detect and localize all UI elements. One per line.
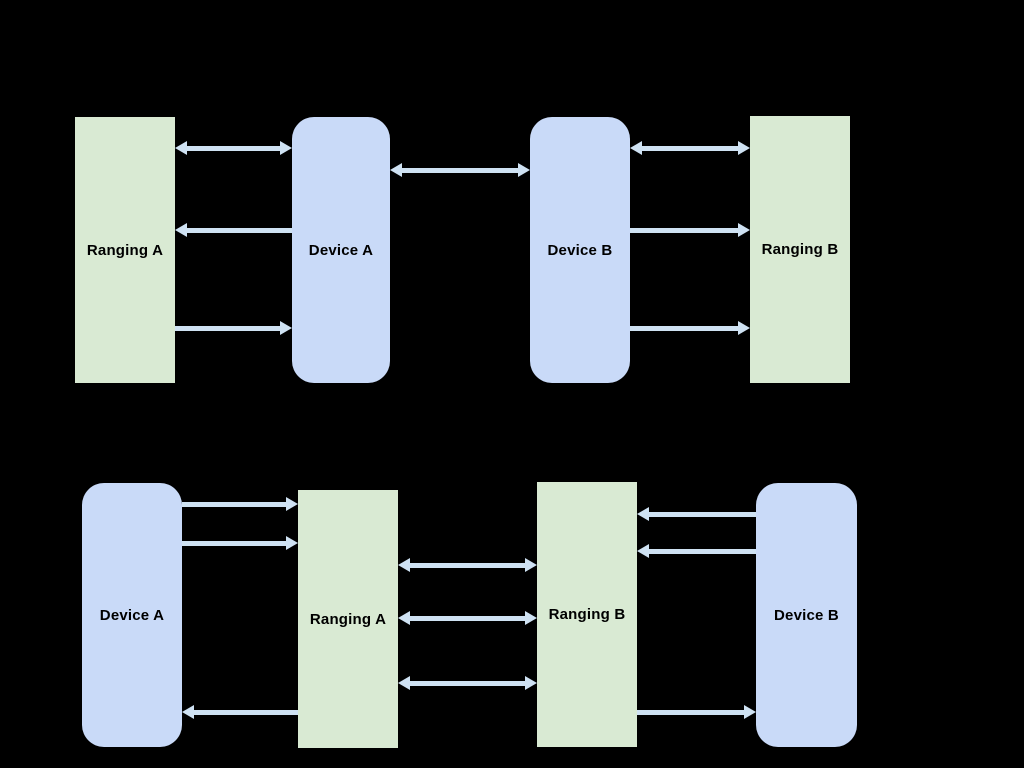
arrow-top-device-a-to-top-device-b-3 (390, 163, 530, 177)
arrow-shaft (649, 548, 756, 554)
node-top-ranging-a-label: Ranging A (86, 241, 164, 259)
arrow-top-device-b-to-top-ranging-b-5 (630, 223, 750, 237)
node-bottom-ranging-b: Ranging B (537, 482, 637, 747)
arrow-shaft (642, 145, 738, 151)
arrow-top-device-a-to-top-ranging-a-1 (175, 223, 292, 237)
node-bottom-device-b: Device B (756, 483, 857, 747)
arrow-top-device-b-to-top-ranging-b-4 (630, 141, 750, 155)
arrow-bottom-ranging-a-to-bottom-device-a-2 (182, 705, 298, 719)
arrow-bottom-ranging-a-to-bottom-ranging-b-5 (398, 676, 537, 690)
node-top-ranging-b-label: Ranging B (761, 241, 839, 258)
arrow-shaft (637, 709, 744, 715)
arrow-shaft (410, 562, 525, 568)
node-bottom-ranging-b-label: Ranging B (548, 606, 626, 623)
arrow-shaft (182, 501, 286, 507)
arrowhead-left (630, 141, 642, 155)
arrowhead-left (175, 223, 187, 237)
arrowhead-right (280, 141, 292, 155)
arrowhead-left (398, 611, 410, 625)
arrowhead-right (738, 141, 750, 155)
node-bottom-ranging-a: Ranging A (298, 490, 398, 748)
arrow-shaft (402, 167, 518, 173)
arrowhead-right (280, 321, 292, 335)
arrow-bottom-ranging-a-to-bottom-ranging-b-4 (398, 611, 537, 625)
arrow-bottom-ranging-a-to-bottom-ranging-b-3 (398, 558, 537, 572)
arrow-shaft (194, 709, 298, 715)
arrow-shaft (649, 511, 756, 517)
arrow-top-device-b-to-top-ranging-b-6 (630, 321, 750, 335)
arrow-shaft (630, 325, 738, 331)
arrowhead-left (398, 676, 410, 690)
arrow-bottom-device-b-to-bottom-ranging-b-7 (637, 544, 756, 558)
arrowhead-right (525, 558, 537, 572)
arrowhead-right (286, 497, 298, 511)
arrow-top-device-a-to-top-ranging-a-0 (175, 141, 292, 155)
node-top-ranging-b: Ranging B (750, 116, 850, 383)
arrowhead-left (390, 163, 402, 177)
arrow-shaft (410, 615, 525, 621)
arrowhead-right (744, 705, 756, 719)
arrow-shaft (630, 227, 738, 233)
arrowhead-right (738, 321, 750, 335)
arrowhead-left (637, 507, 649, 521)
arrow-top-ranging-a-to-top-device-a-2 (175, 321, 292, 335)
node-bottom-device-a: Device A (82, 483, 182, 747)
node-top-device-b: Device B (530, 117, 630, 383)
arrowhead-right (525, 676, 537, 690)
arrow-shaft (182, 540, 286, 546)
arrow-shaft (410, 680, 525, 686)
arrowhead-left (398, 558, 410, 572)
arrow-shaft (187, 145, 280, 151)
arrow-bottom-ranging-b-to-bottom-device-b-8 (637, 705, 756, 719)
node-top-device-a-label: Device A (308, 241, 374, 259)
arrowhead-left (182, 705, 194, 719)
arrowhead-right (738, 223, 750, 237)
arrowhead-left (175, 141, 187, 155)
arrow-shaft (187, 227, 292, 233)
arrow-bottom-device-a-to-bottom-ranging-a-0 (182, 497, 298, 511)
node-top-ranging-a: Ranging A (75, 117, 175, 383)
arrowhead-right (525, 611, 537, 625)
node-bottom-ranging-a-label: Ranging A (309, 610, 387, 628)
arrow-bottom-device-a-to-bottom-ranging-a-1 (182, 536, 298, 550)
arrowhead-left (637, 544, 649, 558)
arrow-bottom-device-b-to-bottom-ranging-b-6 (637, 507, 756, 521)
arrowhead-right (286, 536, 298, 550)
node-bottom-device-b-label: Device B (774, 606, 839, 624)
arrow-shaft (175, 325, 280, 331)
node-top-device-a: Device A (292, 117, 390, 383)
node-bottom-device-a-label: Device A (99, 606, 165, 624)
node-top-device-b-label: Device B (547, 241, 613, 259)
arrowhead-right (518, 163, 530, 177)
